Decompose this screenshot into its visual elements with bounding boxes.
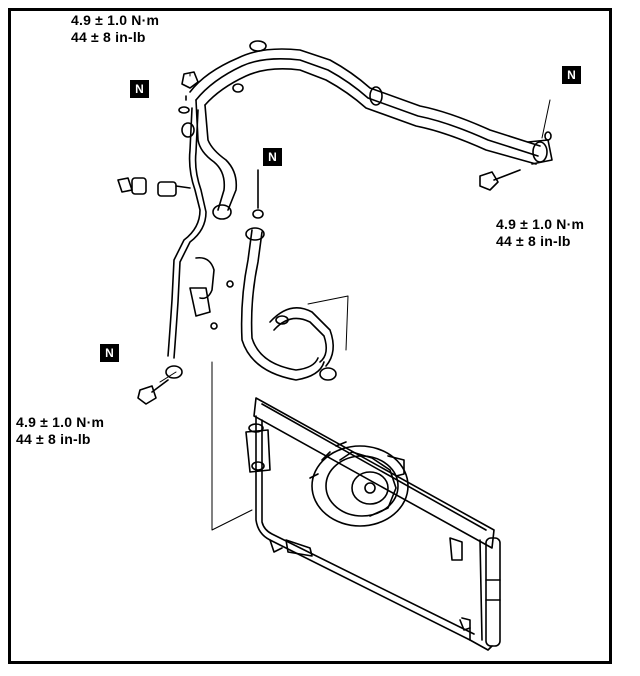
- torque-label-lower-left: 4.9 ± 1.0 N·m 44 ± 8 in-lb: [16, 414, 104, 448]
- n-marker: N: [562, 66, 581, 84]
- n-marker: N: [130, 80, 149, 98]
- pipe-clamp: [189, 256, 234, 330]
- pressure-switch: [117, 177, 191, 197]
- torque-inlb: 44 ± 8 in-lb: [16, 431, 91, 447]
- condenser-fittings: [245, 423, 471, 631]
- torque-nuts: [137, 71, 521, 405]
- upper-pipe: [189, 40, 553, 165]
- leader-lines: [159, 73, 551, 531]
- torque-nm: 4.9 ± 1.0 N·m: [71, 12, 160, 28]
- diagram-frame: [8, 8, 612, 664]
- condenser: [253, 397, 501, 651]
- torque-nm: 4.9 ± 1.0 N·m: [496, 216, 585, 232]
- o-rings: [178, 95, 552, 219]
- torque-label-top-left: 4.9 ± 1.0 N·m 44 ± 8 in-lb: [71, 12, 159, 46]
- torque-inlb: 44 ± 8 in-lb: [496, 233, 571, 249]
- left-liquid-pipe: [165, 107, 207, 379]
- torque-nm: 4.9 ± 1.0 N·m: [16, 414, 105, 430]
- n-marker: N: [100, 344, 119, 362]
- middle-pipe: [195, 83, 244, 220]
- torque-inlb: 44 ± 8 in-lb: [71, 29, 146, 45]
- compressor-fan: [309, 441, 409, 527]
- suction-hose: [240, 227, 337, 381]
- torque-label-right: 4.9 ± 1.0 N·m 44 ± 8 in-lb: [496, 216, 584, 250]
- n-marker: N: [263, 148, 282, 166]
